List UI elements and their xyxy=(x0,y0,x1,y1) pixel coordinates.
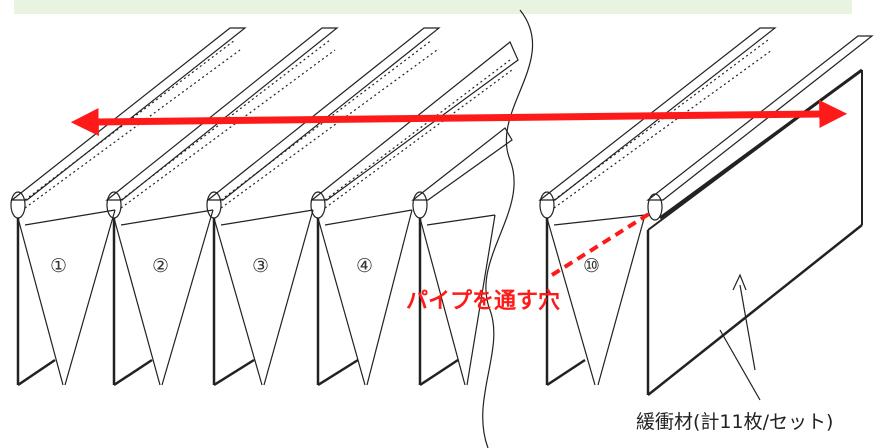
panel-number-10: ⑩ xyxy=(583,255,600,277)
break-line xyxy=(482,9,533,448)
width-arrow xyxy=(70,100,848,136)
panel-1 xyxy=(10,27,247,387)
top-banner xyxy=(14,0,852,14)
pipe-hole-label: パイプを通す穴 xyxy=(406,288,560,314)
panel-3 xyxy=(206,27,441,387)
panel-number-4: ④ xyxy=(356,255,373,277)
panel-10 xyxy=(538,27,777,387)
panel-number-3: ③ xyxy=(252,255,269,277)
panel-number-1: ① xyxy=(50,255,67,277)
hole-pointer xyxy=(550,210,654,277)
panel-number-2: ② xyxy=(152,255,169,277)
panel-2 xyxy=(105,27,339,387)
panel-5 xyxy=(411,127,513,387)
cushion-caption: 緩衝材(計11枚/セット) xyxy=(636,411,833,433)
